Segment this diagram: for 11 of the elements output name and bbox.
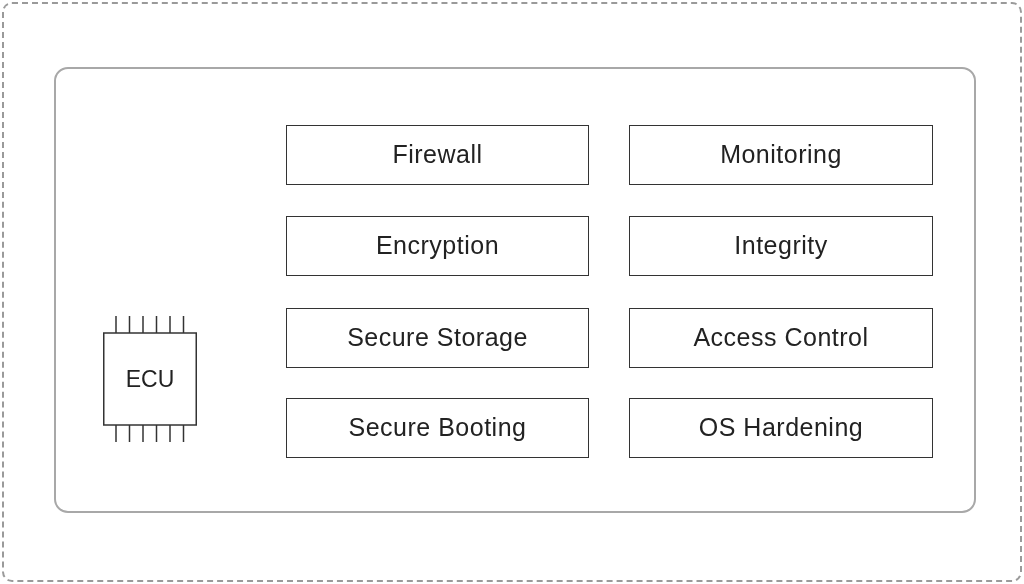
feature-box: Secure Storage [286,308,589,368]
chip-label: ECU [124,368,176,391]
microchip [103,316,197,442]
feature-box: Monitoring [629,125,933,185]
feature-box: OS Hardening [629,398,933,458]
feature-box: Integrity [629,216,933,276]
panel-background [54,67,976,513]
feature-box: Firewall [286,125,589,185]
feature-box: Secure Booting [286,398,589,458]
feature-box: Access Control [629,308,933,368]
feature-box: Encryption [286,216,589,276]
